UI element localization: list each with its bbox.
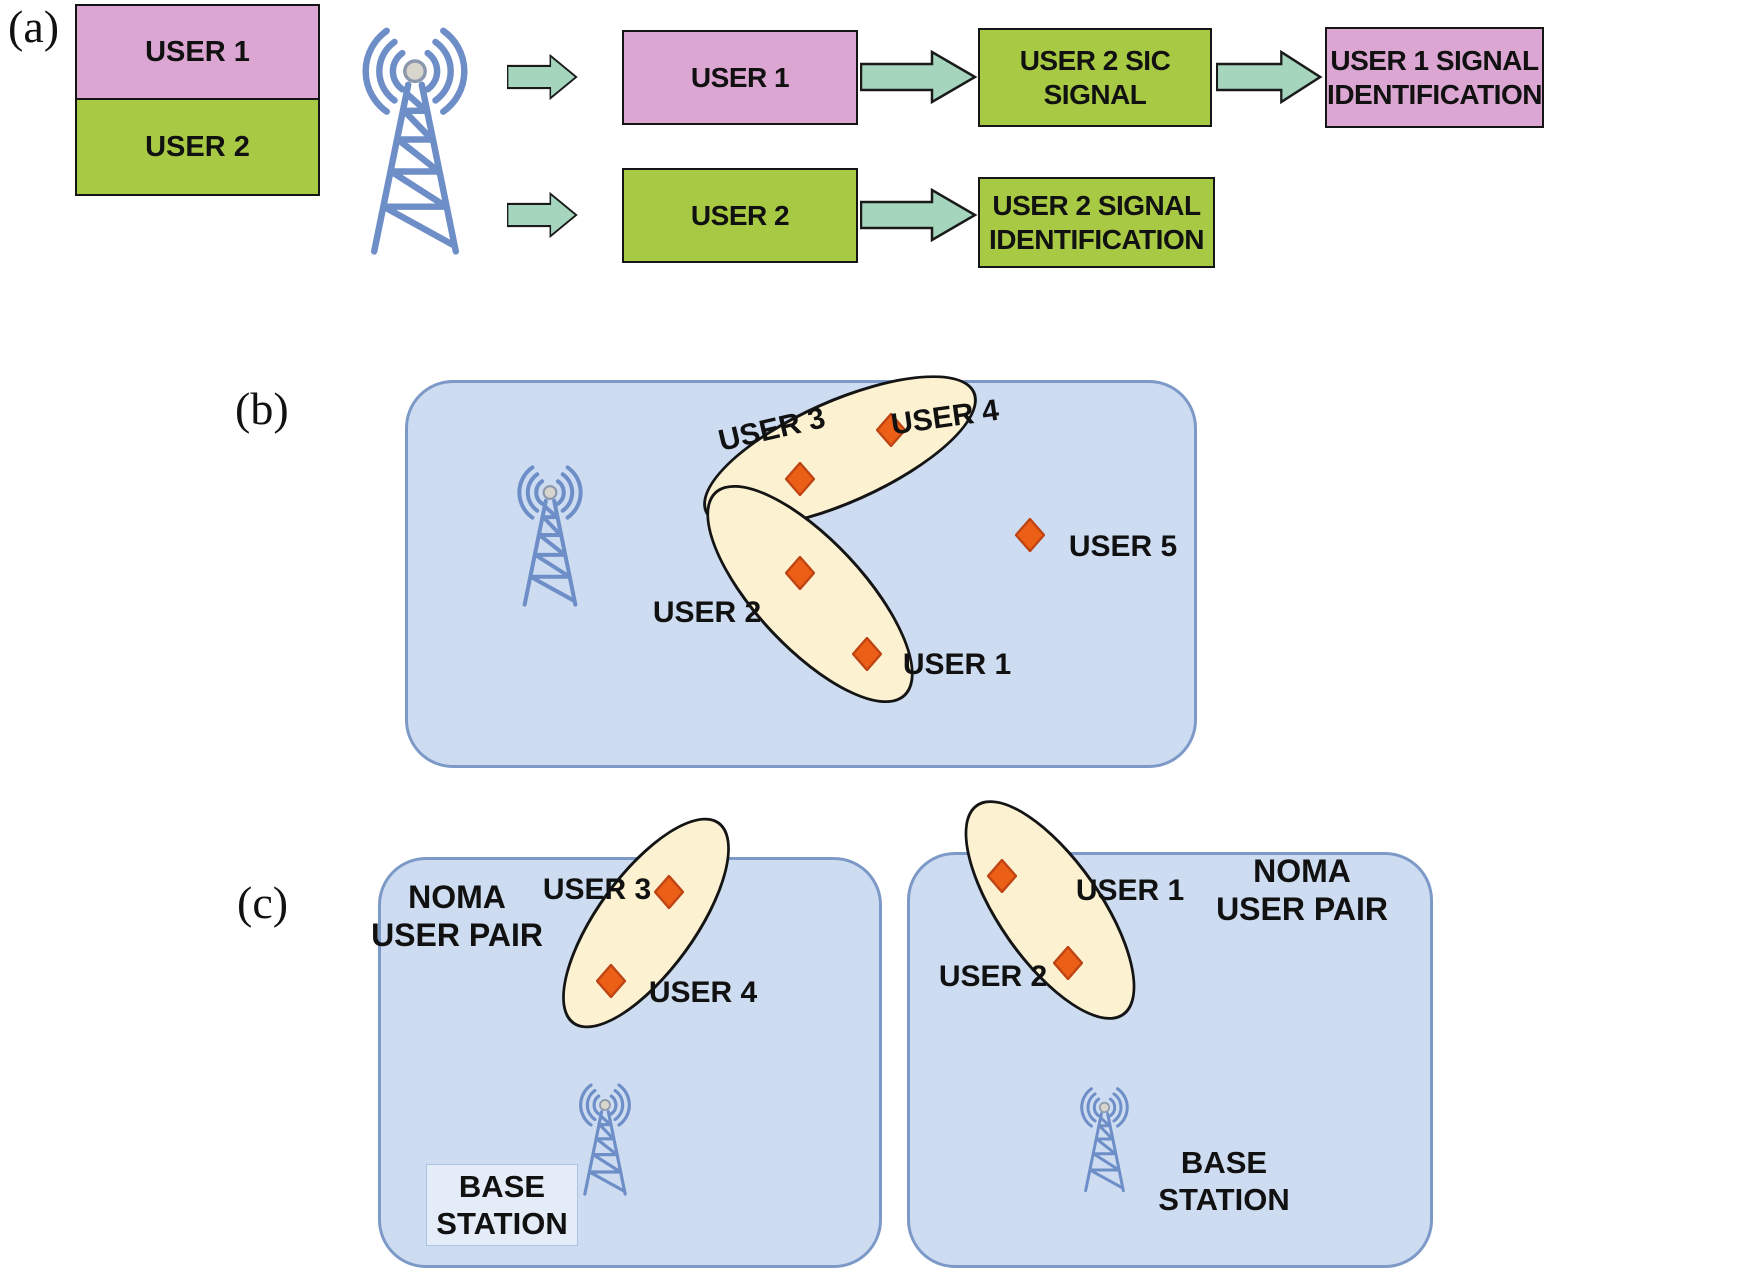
panel-c-label: (c) bbox=[237, 877, 289, 928]
noma-line2: USER PAIR bbox=[1216, 891, 1388, 927]
base-line1: BASE bbox=[1180, 1145, 1268, 1180]
label-user1-c-right: USER 1 bbox=[1075, 874, 1185, 907]
base-station-tower-icon bbox=[330, 26, 500, 266]
diamond-marker-icon bbox=[1053, 946, 1083, 980]
diamond-marker-icon bbox=[785, 462, 815, 496]
noma-user-pair-caption-left: NOMA USER PAIR bbox=[371, 878, 543, 954]
diamond-marker-icon bbox=[596, 964, 626, 998]
panel-a-label: (a) bbox=[8, 1, 60, 52]
noma-line1: NOMA bbox=[408, 879, 506, 915]
power-domain-stack: USER 1 USER 2 bbox=[75, 4, 320, 196]
base-station-tower-icon bbox=[1065, 1087, 1144, 1197]
base-station-caption-box: BASE STATION bbox=[426, 1164, 578, 1246]
label-user2-c-right: USER 2 bbox=[938, 960, 1048, 993]
base-station-tower-icon bbox=[497, 465, 603, 613]
diamond-marker-icon bbox=[1015, 518, 1045, 552]
label-user4-c-left: USER 4 bbox=[648, 976, 758, 1009]
noma-user-pair-caption-right: NOMA USER PAIR bbox=[1216, 852, 1388, 928]
stack-user1-block: USER 1 bbox=[77, 6, 318, 100]
base-line2: STATION bbox=[1158, 1182, 1290, 1217]
label-user1-b: USER 1 bbox=[902, 648, 1012, 681]
panel-b-label: (b) bbox=[235, 383, 289, 434]
diamond-marker-icon bbox=[987, 859, 1017, 893]
block-arrow-icon bbox=[860, 188, 978, 242]
block-arrow-icon bbox=[860, 50, 978, 104]
flow-box-user2-sic-signal: USER 2 SIC SIGNAL bbox=[978, 28, 1212, 127]
flow-box-user2: USER 2 bbox=[622, 168, 858, 263]
noma-line1: NOMA bbox=[1253, 853, 1351, 889]
label-user5-b: USER 5 bbox=[1068, 530, 1178, 563]
base-line2: STATION bbox=[436, 1206, 568, 1241]
base-line1: BASE bbox=[458, 1169, 546, 1204]
diamond-marker-icon bbox=[654, 875, 684, 909]
base-station-caption-right: BASE STATION bbox=[1158, 1144, 1289, 1218]
block-arrow-icon bbox=[507, 192, 578, 238]
diamond-marker-icon bbox=[852, 637, 882, 671]
flow-box-user1: USER 1 bbox=[622, 30, 858, 125]
stack-user2-block: USER 2 bbox=[77, 100, 318, 194]
block-arrow-icon bbox=[1216, 50, 1323, 104]
label-user3-c-left: USER 3 bbox=[542, 873, 652, 906]
diamond-marker-icon bbox=[785, 556, 815, 590]
block-arrow-icon bbox=[507, 54, 578, 100]
noma-line2: USER PAIR bbox=[371, 917, 543, 953]
flow-box-user1-signal-identification: USER 1 SIGNAL IDENTIFICATION bbox=[1325, 27, 1544, 128]
label-user2-b: USER 2 bbox=[652, 596, 762, 629]
flow-box-user2-signal-identification: USER 2 SIGNAL IDENTIFICATION bbox=[978, 177, 1215, 268]
